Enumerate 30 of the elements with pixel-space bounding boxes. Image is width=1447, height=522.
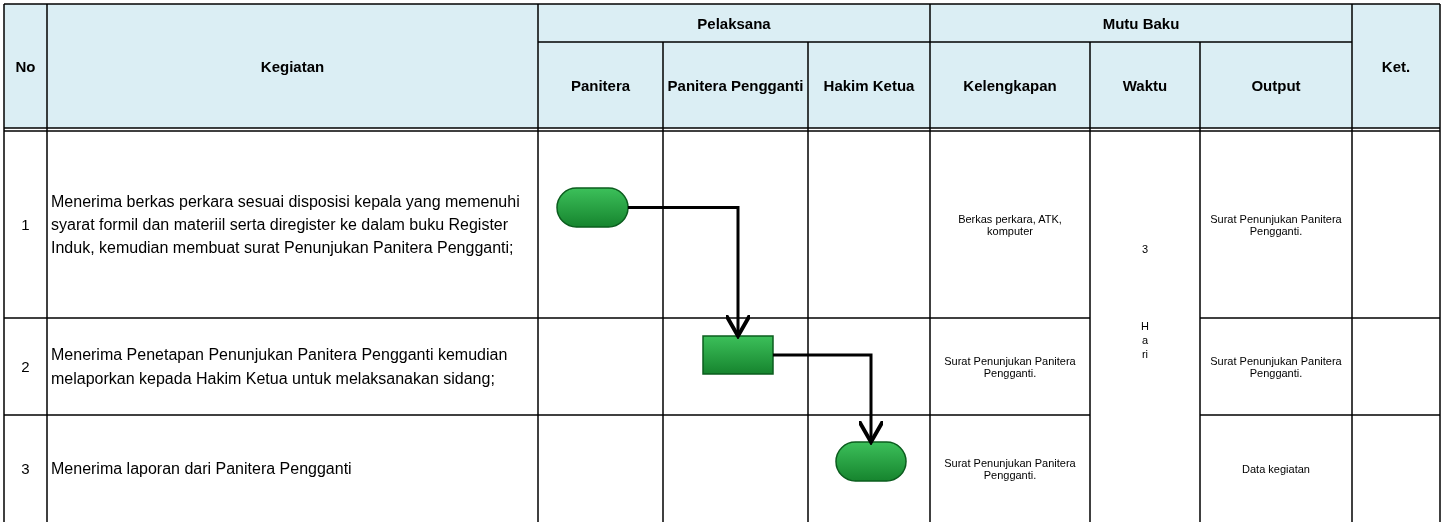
table-cell-text: Surat Penunjukan Panitera Pengganti. (1209, 212, 1343, 237)
activity-text: Menerima Penetapan Penunjukan Panitera Pengganti kemudian melaporkan kepada Hakim Ketua untuk melaksanakan sidang; (51, 345, 509, 389)
column-header: No (15, 57, 36, 75)
column-header: Pelaksana (697, 14, 771, 32)
terminator-shape (835, 441, 907, 482)
column-header: Mutu Baku (1102, 14, 1180, 32)
column-header: Panitera (570, 76, 631, 94)
row-number: 1 (21, 216, 30, 233)
table-cell-text: Surat Penunjukan Panitera Pengganti. (943, 456, 1077, 481)
column-header: Hakim Ketua (823, 76, 915, 94)
activity-text: Menerima laporan dari Panitera Pengganti (51, 458, 352, 479)
duration-unit: Hari (1141, 318, 1149, 362)
terminator-shape (556, 187, 629, 228)
process-box (702, 335, 774, 375)
table-cell-text: Surat Penunjukan Panitera Pengganti. (1209, 354, 1343, 379)
activity-text: Menerima berkas perkara sesuai disposisi kepala yang memenuhi syarat formil dan materiil serta diregister ke dalam buku Register Induk, kemudian membuat surat Penunjukan Panitera Pengganti; (51, 191, 521, 259)
table-cell-text: Surat Penunjukan Panitera Pengganti. (943, 354, 1077, 379)
column-header: Ket. (1381, 57, 1411, 75)
table-cell-text: Berkas perkara, ATK, komputer (957, 212, 1063, 237)
column-header: Kegiatan (260, 57, 325, 75)
column-header: Kelengkapan (963, 76, 1057, 94)
table-cell-text: Data kegiatan (1242, 462, 1310, 475)
arrow (773, 353, 885, 444)
duration-number: 3 (1141, 243, 1149, 255)
column-header: Output (1251, 76, 1301, 94)
column-header: Waktu (1122, 76, 1168, 94)
row-number: 3 (21, 460, 30, 477)
row-number: 2 (21, 358, 30, 375)
column-header: Panitera Pengganti (667, 76, 804, 94)
arrow (628, 206, 752, 338)
